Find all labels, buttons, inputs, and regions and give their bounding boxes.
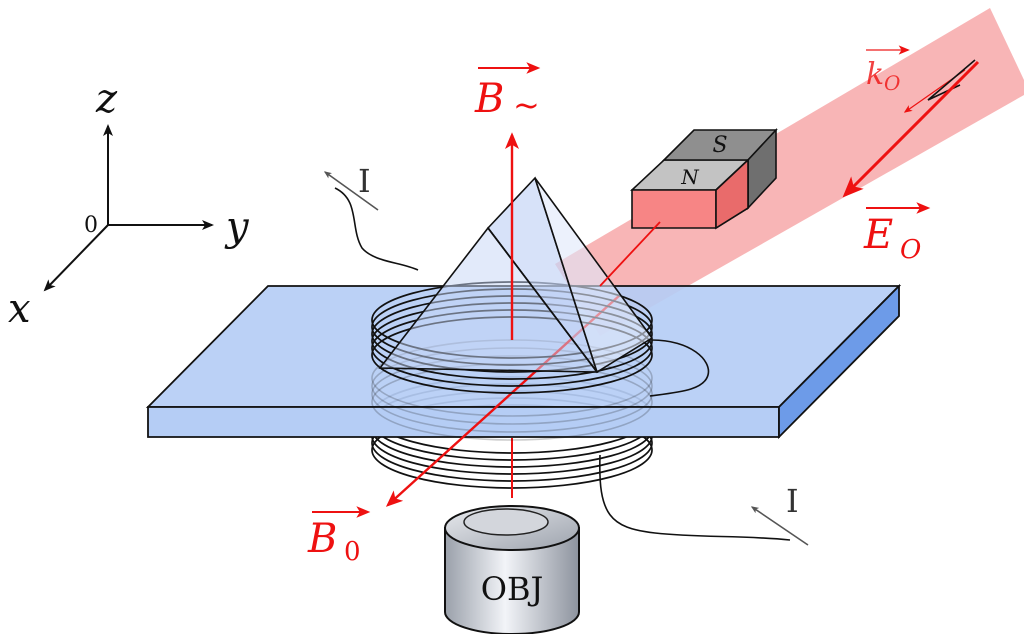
- x-axis-line: [43, 224, 109, 292]
- objective-lens: OBJ: [444, 505, 580, 634]
- current-label-bottom: I: [786, 482, 799, 520]
- label-e-o: E O: [863, 202, 931, 265]
- magnet: S N: [629, 127, 778, 230]
- label-k-o: k O: [866, 45, 910, 95]
- objective-label: OBJ: [481, 570, 544, 608]
- svg-text:k: k: [866, 57, 884, 92]
- axes-group: z y x 0: [8, 76, 250, 332]
- current-arrow-bottom: [750, 506, 809, 546]
- magnet-north-label: N: [680, 165, 700, 189]
- current-label-top: I: [358, 162, 371, 200]
- k-vector-group: [842, 59, 980, 198]
- current-arrow-top: [323, 171, 379, 211]
- upper-lead-wire-right: [649, 339, 710, 397]
- upper-lead-wire-left: [334, 187, 419, 271]
- svg-text:B: B: [307, 516, 337, 562]
- svg-text:O: O: [884, 71, 900, 95]
- lower-lead-wire: [599, 454, 791, 541]
- laser-beam: [555, 8, 1024, 336]
- axis-label-origin: 0: [84, 213, 98, 238]
- label-b-zero: B 0: [307, 506, 371, 567]
- svg-text:~: ~: [513, 86, 540, 124]
- svg-text:B: B: [474, 76, 504, 122]
- svg-text:0: 0: [344, 537, 361, 567]
- magnet-ray: [599, 221, 661, 287]
- axis-label-z: z: [95, 76, 118, 122]
- label-b-tilde: B ~: [474, 62, 541, 124]
- axis-label-y: y: [224, 204, 250, 250]
- e-o-arrow: [842, 60, 980, 198]
- magnet-south-label: S: [712, 133, 727, 158]
- svg-text:E: E: [863, 212, 893, 258]
- axis-label-x: x: [8, 286, 31, 332]
- svg-text:O: O: [900, 235, 921, 265]
